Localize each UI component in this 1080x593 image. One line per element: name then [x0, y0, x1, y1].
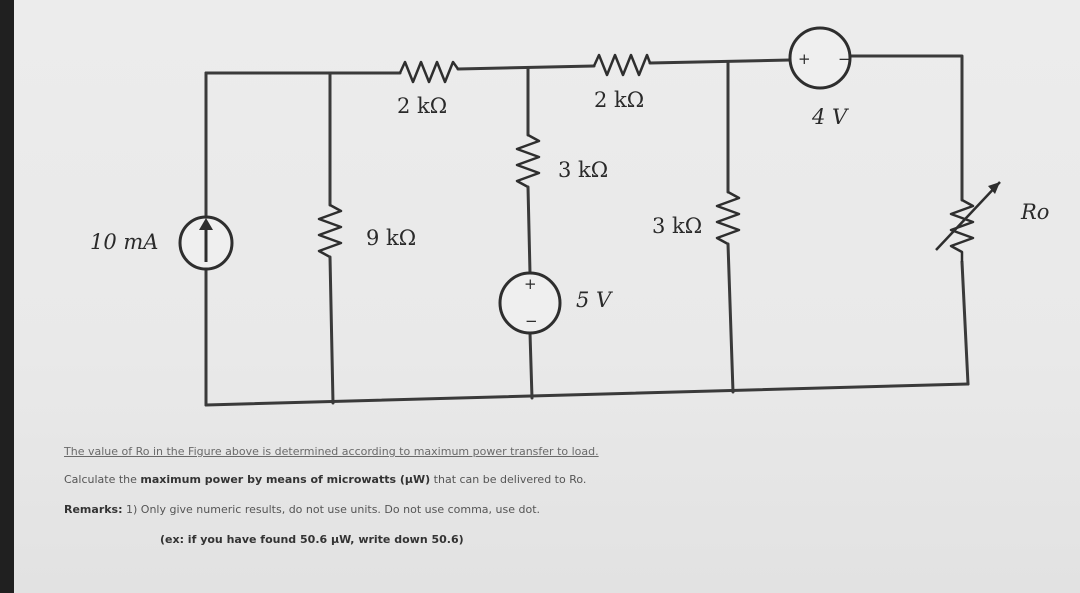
variable-arrowhead — [988, 182, 1000, 194]
resistor-3k-middle — [515, 133, 541, 189]
label-ro: Ro — [1020, 200, 1049, 224]
wire-top-far-right — [848, 54, 964, 202]
label-5v: 5 V — [576, 288, 613, 312]
wire-bottom — [204, 382, 970, 407]
voltage-source-4v: + − — [788, 26, 852, 90]
wire-top-mid — [456, 64, 596, 71]
label-3k-right: 3 kΩ — [652, 214, 702, 238]
resistor-3k-right — [715, 190, 741, 246]
problem-intro: The value of Ro in the Figure above is d… — [64, 445, 599, 458]
problem-example: (ex: if you have found 50.6 µW, write do… — [160, 533, 464, 546]
label-10ma: 10 mA — [90, 230, 158, 254]
current-source-10ma — [178, 215, 234, 271]
minus-sign-4v: − — [838, 50, 851, 68]
question-bold: maximum power by means of microwatts (µW… — [140, 473, 431, 486]
wire-3k-right-lower — [726, 242, 735, 394]
plus-sign-5v: + — [524, 275, 537, 293]
wire-9k-lower — [328, 255, 335, 405]
remarks-label: Remarks: — [64, 503, 123, 516]
plus-sign-4v: + — [798, 50, 811, 68]
voltage-source-5v: + − — [498, 271, 562, 335]
problem-question: Calculate the maximum power by means of … — [64, 473, 586, 486]
wire-ro-lower — [960, 260, 970, 386]
question-prefix: Calculate the — [64, 473, 141, 486]
screen-bezel — [0, 0, 14, 593]
resistor-ro — [949, 198, 975, 262]
circuit-diagram: + − + − 10 mA 9 kΩ 2 kΩ 3 kΩ 2 kΩ 3 kΩ 5… — [90, 26, 1049, 407]
question-suffix: that can be delivered to Ro. — [430, 473, 587, 486]
label-2k-right: 2 kΩ — [594, 88, 644, 112]
label-4v: 4 V — [811, 105, 849, 129]
minus-sign-5v: − — [525, 312, 538, 330]
label-9k: 9 kΩ — [366, 226, 416, 250]
variable-arrow — [935, 181, 1001, 251]
wire-top-right — [648, 58, 792, 65]
remarks-text: 1) Only give numeric results, do not use… — [122, 503, 541, 516]
resistor-9k — [317, 203, 343, 259]
resistor-2k-left — [398, 60, 460, 84]
label-3k-middle: 3 kΩ — [558, 158, 608, 182]
resistor-2k-right — [592, 53, 652, 77]
problem-remarks: Remarks: 1) Only give numeric results, d… — [64, 503, 540, 516]
wire-5v-lower — [528, 331, 534, 400]
label-2k-left: 2 kΩ — [397, 94, 447, 118]
wire-3k-lower — [526, 185, 532, 275]
